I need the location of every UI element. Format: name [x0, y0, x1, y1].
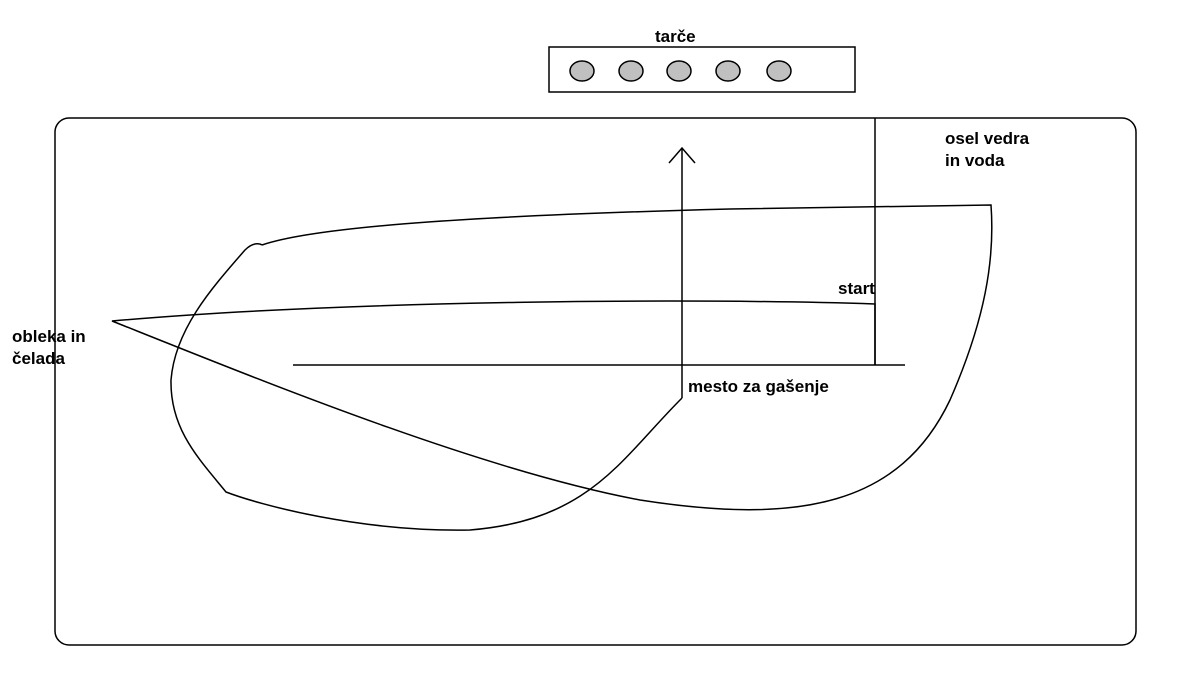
arrow-head-icon	[668, 146, 696, 164]
bucket-water-label: osel vedra in voda	[945, 128, 1029, 172]
bucket-label-line2: in voda	[945, 151, 1005, 170]
target-icon	[715, 60, 741, 82]
bucket-label-line1: osel vedra	[945, 129, 1030, 148]
target-icon	[766, 60, 792, 82]
targets-label: tarče	[655, 27, 696, 46]
extinguish-place-label: mesto za gašenje	[688, 377, 829, 396]
target-icon	[666, 60, 692, 82]
suit-label-line1: obleka in	[12, 327, 86, 346]
target-icon	[569, 60, 595, 82]
target-group	[569, 60, 792, 82]
suit-helmet-label: obleka in čelada	[12, 326, 86, 370]
targets-box	[548, 46, 856, 93]
suit-label-line2: čelada	[12, 349, 65, 368]
target-icon	[618, 60, 644, 82]
start-label: start	[838, 279, 875, 298]
route-path-loop	[170, 243, 683, 531]
field-border	[54, 117, 1137, 646]
route-path-suit	[111, 204, 993, 511]
